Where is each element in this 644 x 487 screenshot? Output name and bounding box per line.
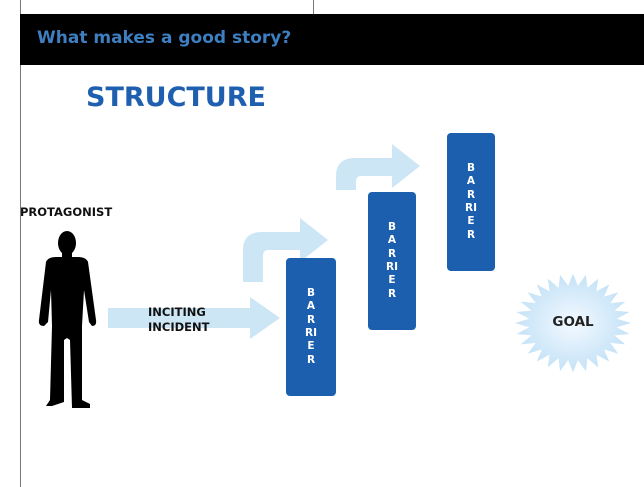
barrier-label-3: BARRIER xyxy=(465,162,477,241)
protagonist-silhouette-icon xyxy=(38,231,97,408)
goal-label: GOAL xyxy=(552,314,594,330)
protagonist-label: PROTAGONIST xyxy=(20,205,113,219)
step-arrow-2 xyxy=(336,144,420,190)
header-bar: What makes a good story? xyxy=(20,14,644,65)
slide-frame xyxy=(20,65,644,487)
header-title: What makes a good story? xyxy=(37,28,292,48)
barrier-block-2: BARRIER xyxy=(368,192,416,330)
top-divider-line xyxy=(313,0,314,14)
goal-burst-icon xyxy=(515,273,631,373)
barrier-block-1: BARRIER xyxy=(286,258,336,396)
barrier-block-3: BARRIER xyxy=(447,133,495,271)
inciting-line-1: INCITING xyxy=(148,305,206,319)
top-frame-line xyxy=(20,0,644,14)
section-title: STRUCTURE xyxy=(86,82,266,113)
barrier-label-2: BARRIER xyxy=(386,221,398,300)
step-arrow-1 xyxy=(243,218,328,282)
barrier-label-1: BARRIER xyxy=(305,287,317,366)
inciting-incident-label: INCITING INCIDENT xyxy=(148,305,210,335)
inciting-line-2: INCIDENT xyxy=(148,320,210,334)
inciting-arrow xyxy=(108,297,280,339)
